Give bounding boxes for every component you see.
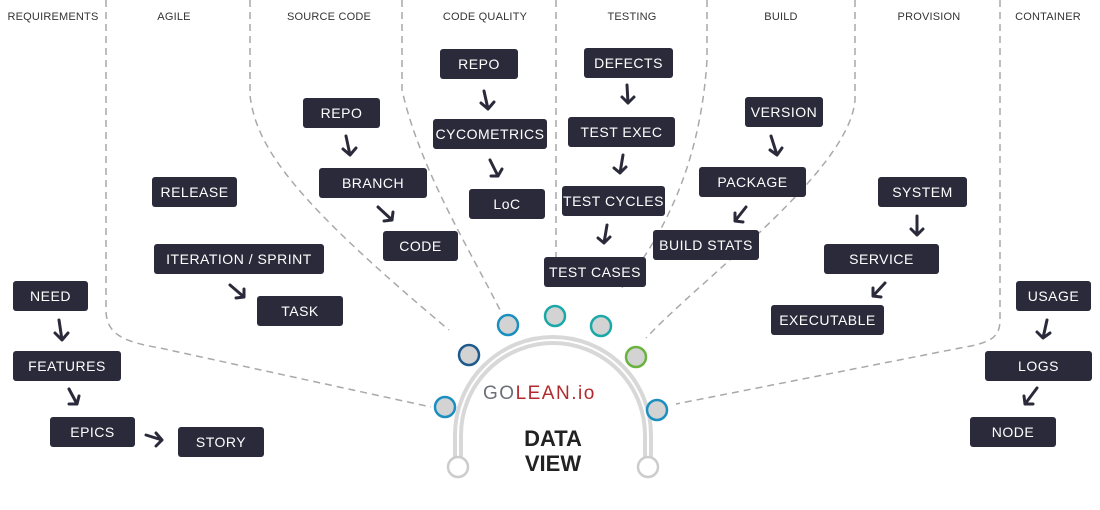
- center-title: DATA VIEW: [493, 426, 613, 476]
- center-title-line1: DATA: [524, 426, 582, 451]
- node-executable: EXECUTABLE: [771, 305, 884, 335]
- node-test-exec: TEST EXEC: [568, 117, 675, 147]
- logo-go-text: GO: [483, 383, 516, 404]
- arrow-icon: [376, 205, 395, 223]
- arc-dot-testing: [543, 304, 567, 328]
- arc-end-left: [446, 455, 470, 479]
- arrow-icon: [1022, 386, 1039, 406]
- divider-requirements-agile: [105, 0, 432, 408]
- arrow-icon: [144, 431, 164, 448]
- column-header-build: BUILD: [764, 11, 798, 23]
- arrow-icon: [341, 134, 358, 157]
- arrow-icon: [479, 89, 496, 111]
- arrow-icon: [488, 158, 504, 178]
- center-title-line2: VIEW: [524, 451, 582, 476]
- node-test-cases: TEST CASES: [544, 257, 646, 287]
- golean-logo: GOLEAN.io: [483, 383, 596, 405]
- arc-dot-source-code: [457, 343, 481, 367]
- column-header-testing: TESTING: [607, 11, 657, 23]
- arc-dot-build: [589, 314, 613, 338]
- center-arc: [453, 335, 653, 463]
- node-node: NODE: [970, 417, 1056, 447]
- node-quality-repo: REPO: [440, 49, 518, 79]
- node-iteration: ITERATION / SPRINT: [154, 244, 324, 274]
- column-header-provision: PROVISION: [897, 11, 961, 23]
- divider-source-quality: [401, 0, 501, 311]
- dashed-dividers: [105, 0, 1001, 408]
- arc-dot-code-quality: [496, 313, 520, 337]
- column-header-container: CONTAINER: [1015, 11, 1081, 23]
- node-test-cycles: TEST CYCLES: [562, 186, 665, 216]
- arc-dot-requirements: [433, 395, 457, 419]
- arc-end-right: [636, 455, 660, 479]
- flow-arrows: [53, 83, 1052, 448]
- arrow-icon: [620, 83, 636, 105]
- column-header-agile: AGILE: [157, 11, 191, 23]
- node-service: SERVICE: [824, 244, 939, 274]
- arrow-icon: [733, 205, 748, 224]
- arrow-icon: [67, 387, 81, 406]
- arrow-icon: [53, 318, 70, 342]
- arc-dots: [433, 304, 669, 479]
- node-version: VERSION: [745, 97, 823, 127]
- node-system: SYSTEM: [878, 177, 967, 207]
- node-need: NEED: [13, 281, 88, 311]
- arc-dot-container: [645, 398, 669, 422]
- arrow-icon: [612, 153, 628, 175]
- divider-build-provision: [645, 0, 856, 339]
- node-task: TASK: [257, 296, 343, 326]
- node-code: CODE: [383, 231, 458, 261]
- node-source-repo: REPO: [303, 98, 380, 128]
- arrow-icon: [768, 134, 784, 157]
- arrow-icon: [1035, 318, 1052, 340]
- column-header-requirements: REQUIREMENTS: [7, 11, 99, 23]
- node-epics: EPICS: [50, 417, 135, 447]
- node-logs: LOGS: [985, 351, 1092, 381]
- node-build-stats: BUILD STATS: [653, 230, 759, 260]
- divider-testing-build: [619, 0, 708, 291]
- node-package: PACKAGE: [699, 167, 806, 197]
- node-story: STORY: [178, 427, 264, 457]
- column-header-source-code: SOURCE CODE: [286, 11, 372, 23]
- arrow-icon: [871, 281, 887, 299]
- node-loc: LoC: [469, 189, 545, 219]
- arrow-icon: [228, 283, 246, 300]
- arrow-icon: [909, 214, 925, 237]
- node-usage: USAGE: [1016, 281, 1091, 311]
- divider-agile-source: [249, 0, 450, 331]
- node-defects: DEFECTS: [584, 48, 673, 78]
- node-features: FEATURES: [13, 351, 121, 381]
- divider-provision-container: [675, 0, 1001, 405]
- logo-lean-text: LEAN.io: [515, 383, 596, 404]
- node-release: RELEASE: [152, 177, 237, 207]
- arrow-icon: [596, 223, 612, 245]
- node-branch: BRANCH: [319, 168, 427, 198]
- arc-dot-provision: [624, 345, 648, 369]
- node-cycometrics: CYCOMETRICS: [433, 119, 547, 149]
- column-header-code-quality: CODE QUALITY: [442, 11, 528, 23]
